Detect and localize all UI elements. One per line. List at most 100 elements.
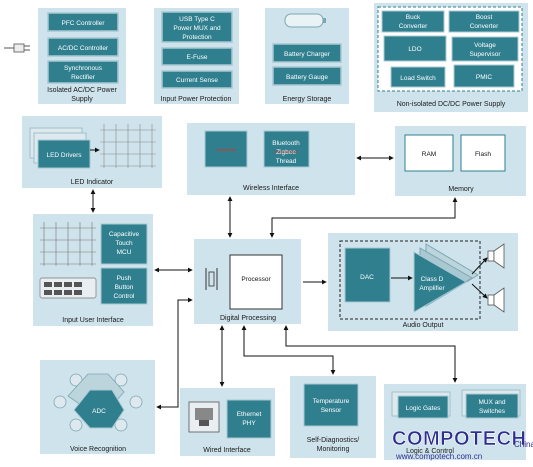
buck-label-2: Converter xyxy=(399,23,428,30)
box-ldo xyxy=(383,35,447,62)
box-e-fuse xyxy=(161,47,233,66)
usb-label-3: Protection xyxy=(182,34,212,41)
push-label-1: Push xyxy=(117,275,132,282)
processor-label: Processor xyxy=(241,276,271,283)
temp-label-2: Sensor xyxy=(321,407,342,414)
synchronous-label: Synchronous xyxy=(64,65,103,72)
isolated-acdc-label-2: Supply xyxy=(71,96,93,103)
box-dac xyxy=(344,247,391,303)
box-usb-type-c xyxy=(161,11,233,43)
pmic-label: PMIC xyxy=(476,74,493,81)
box-buck-converter xyxy=(381,10,445,33)
connector-arrows xyxy=(90,155,458,410)
boost-label-2: Converter xyxy=(470,23,499,30)
logic-control-label: Logic & Control xyxy=(406,448,454,455)
led-matrix-icon xyxy=(100,124,156,168)
self-diag-label-1: Self-Diagnostics/ xyxy=(307,437,360,444)
box-acdc-controller xyxy=(47,37,119,57)
button-panel-icon xyxy=(39,277,97,299)
temp-label-1: Temperature xyxy=(313,398,350,405)
box-led-drivers xyxy=(37,139,91,169)
box-adc xyxy=(73,389,125,429)
box-battery-charger xyxy=(272,43,342,63)
panel-logic-control: Logic Gates MUX and Switches Logic & Con… xyxy=(384,384,526,460)
panel-self-diagnostics: Temperature Sensor Self-Diagnostics/ Mon… xyxy=(290,376,376,458)
box-ram xyxy=(404,134,454,172)
box-bluetooth-zigbee-thread xyxy=(263,130,310,168)
dac-label: DAC xyxy=(360,274,374,281)
usb-label-2: Power MUX and xyxy=(173,25,221,32)
led-indicator-label: LED Indicator xyxy=(71,179,114,186)
buck-label-1: Buck xyxy=(406,14,421,21)
power-plug-icon xyxy=(4,43,30,53)
box-processor xyxy=(229,254,283,310)
ethernet-label-2: PHY xyxy=(242,420,256,427)
panel-wired-interface: Ethernet PHY Wired Interface xyxy=(180,388,275,456)
battery-gauge-label: Battery Gauge xyxy=(286,74,328,81)
usb-label-1: USB Type C xyxy=(179,16,215,23)
e-fuse-label: E-Fuse xyxy=(187,54,208,61)
watermark: COMPOTECH China www.compotech.com.cn xyxy=(392,428,533,466)
touch-grid-icon xyxy=(40,222,96,266)
box-pmic xyxy=(453,64,515,88)
speaker-top-icon xyxy=(487,243,505,269)
box-mux-switches xyxy=(465,393,519,419)
audio-output-label: Audio Output xyxy=(403,322,444,329)
voice-recognition-label: Voice Recognition xyxy=(70,446,126,453)
box-voltage-supervisor xyxy=(451,36,519,62)
input-user-interface-label: Input User Interface xyxy=(62,317,124,324)
memory-label: Memory xyxy=(448,186,474,193)
box-push-button-control xyxy=(100,267,148,305)
microphone-array-icon xyxy=(53,373,143,432)
non-isolated-label: Non-isolated DC/DC Power Supply xyxy=(397,101,506,108)
voltage-label-2: Supervisor xyxy=(469,51,501,58)
box-flash xyxy=(460,134,506,172)
push-label-3: Control xyxy=(114,293,136,300)
box-battery-gauge xyxy=(272,66,342,86)
led-drivers-label: LED Drivers xyxy=(46,152,82,159)
battery-charger-label: Battery Charger xyxy=(284,51,331,58)
panel-input-user-interface: Capacitive Touch MCU Push Button Control… xyxy=(33,214,153,326)
wireless-interface-label: Wireless Interface xyxy=(243,185,299,192)
class-d-label-2: Amplifier xyxy=(419,285,445,292)
box-load-switch xyxy=(390,66,446,88)
box-synchronous-rectifier xyxy=(47,60,119,84)
panel-isolated-acdc: PFC Controller AC/DC Controller Synchron… xyxy=(38,8,126,104)
mux-label-2: Switches xyxy=(479,408,506,415)
cap-label-2: Touch xyxy=(115,240,133,247)
panel-input-protection: USB Type C Power MUX and Protection E-Fu… xyxy=(154,8,239,104)
bluetooth-label-2: Zigbee xyxy=(276,149,296,156)
watermark-suffix: China xyxy=(514,440,533,449)
box-logic-gates xyxy=(397,395,449,419)
watermark-name: COMPOTECH xyxy=(392,428,527,451)
speaker-bottom-icon xyxy=(487,287,505,313)
ethernet-label-1: Ethernet xyxy=(237,411,262,418)
box-current-sense xyxy=(161,70,233,89)
crystal-icon xyxy=(205,268,218,290)
isolated-acdc-label-1: Isolated AC/DC Power xyxy=(47,87,117,94)
class-d-label-1: Class D xyxy=(421,276,444,283)
boost-label-1: Boost xyxy=(476,14,493,21)
load-switch-label: Load Switch xyxy=(400,75,436,82)
box-wifi xyxy=(204,130,248,168)
adc-label: ADC xyxy=(92,408,106,415)
cap-label-3: MCU xyxy=(117,249,132,256)
panel-digital-processing: Processor Digital Processing xyxy=(194,239,301,324)
cap-label-1: Capacitive xyxy=(109,231,140,238)
box-temperature-sensor xyxy=(303,383,359,427)
bluetooth-label-1: Bluetooth xyxy=(272,140,300,147)
battery-icon xyxy=(284,13,326,28)
self-diag-label-2: Monitoring xyxy=(317,446,350,453)
ram-label: RAM xyxy=(422,151,436,158)
panel-audio-output: DAC Class D Amplifier Audio Output xyxy=(328,233,518,331)
box-class-d-amplifier xyxy=(413,251,468,313)
wired-interface-label: Wired Interface xyxy=(203,447,251,454)
bluetooth-label-3: Thread xyxy=(276,158,297,165)
push-label-2: Button xyxy=(115,284,134,291)
panel-led-indicator: LED Drivers LED Indicator xyxy=(22,116,162,188)
panel-memory: RAM Flash Memory xyxy=(395,126,526,196)
rectifier-label: Rectifier xyxy=(71,74,96,81)
logic-gates-label: Logic Gates xyxy=(406,405,441,412)
panel-energy-storage: Battery Charger Battery Gauge Energy Sto… xyxy=(265,8,349,104)
